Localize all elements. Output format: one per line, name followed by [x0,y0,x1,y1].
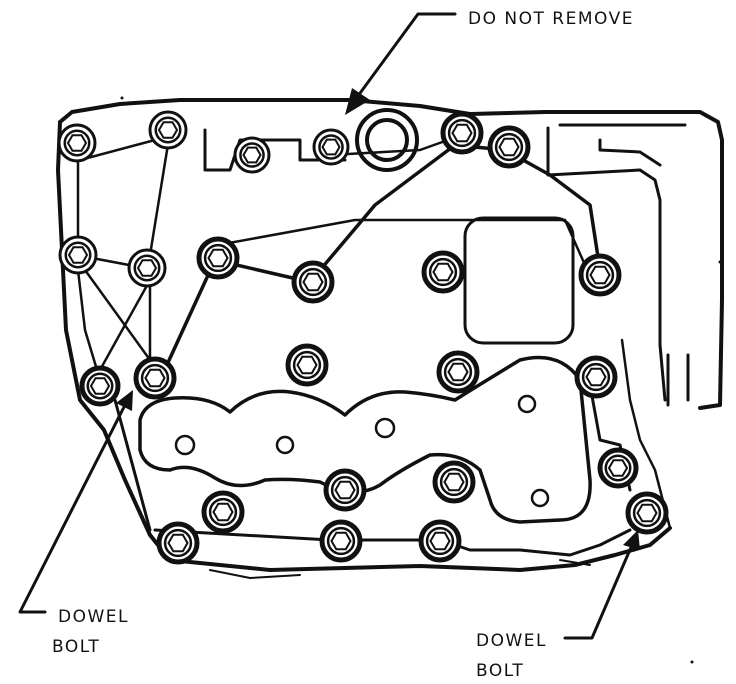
dowel-bolt-left-line1: DOWEL [58,607,129,627]
bolt [432,460,476,504]
dowel-bolt-left-line2: BOLT [52,637,100,657]
bolt [574,355,618,399]
hole [374,417,396,439]
bolt [578,253,622,297]
cover-holes [174,394,550,508]
leader-dowel-right [563,530,640,640]
stray-dot [690,660,694,664]
bolt [418,519,462,563]
arrowhead [345,88,370,115]
bolts [57,110,669,565]
bolt [148,110,188,150]
leader-do-not-remove [345,12,457,115]
dowel-bolt-right-line2: BOLT [476,661,524,681]
leader-dowel-left [18,390,133,614]
bolt [285,343,329,387]
hole [275,435,295,455]
bolt [421,250,465,294]
stray-dot [120,96,124,100]
bolt [440,111,484,155]
bolt [133,356,177,400]
hole [530,488,550,508]
bolt [201,490,245,534]
bolt [156,521,200,565]
lower-cover [138,355,592,524]
upper-left-links [76,130,172,382]
hole [517,394,537,414]
window-opening [463,216,575,345]
bolt [312,128,350,166]
bolt [319,519,363,563]
arrowhead [623,530,640,550]
bolt [58,235,98,275]
bolt [127,248,167,288]
arrowhead [116,390,133,411]
bolt [436,350,480,394]
bolt [487,125,531,169]
bolt [291,260,335,304]
bolt [625,491,669,535]
bolt [57,123,97,163]
dowel-bolt-right-line1: DOWEL [476,631,547,651]
bolt [597,447,639,489]
bolt [233,136,271,174]
do-not-remove-label: DO NOT REMOVE [468,9,634,29]
bolt [79,365,121,407]
bolt [196,236,240,280]
bolt [323,468,367,512]
large-seat [355,108,419,172]
stray-dot [718,260,722,264]
hole [174,434,196,456]
